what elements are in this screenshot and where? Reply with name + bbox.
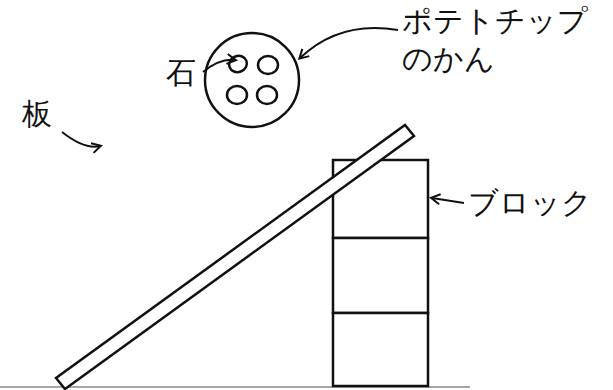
part-label: ポテトチップ のかん	[402, 2, 602, 77]
chip-can	[205, 33, 299, 127]
stones	[227, 53, 278, 104]
part-label: 石	[166, 54, 206, 92]
part-label: 板	[22, 95, 62, 133]
board	[56, 125, 414, 389]
part-label: ブロック	[468, 184, 608, 222]
block-stack	[333, 160, 428, 386]
